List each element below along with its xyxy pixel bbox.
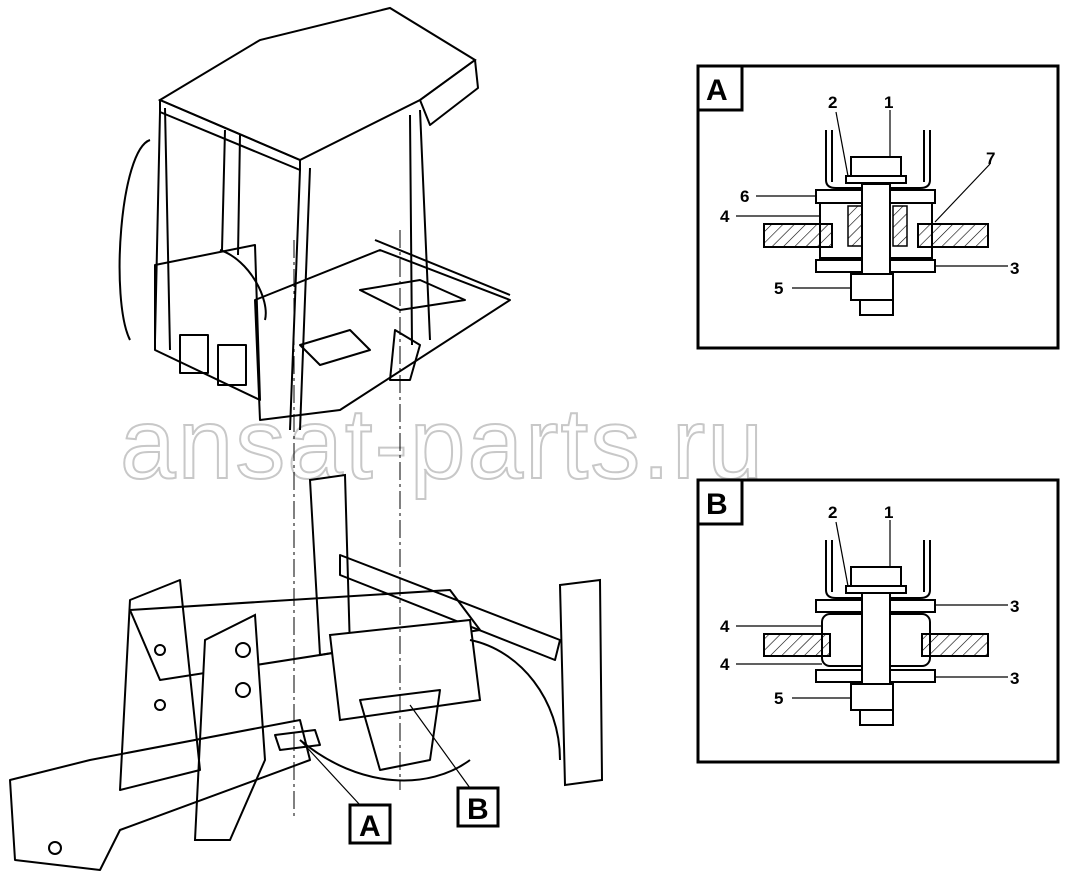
callout-a[interactable]: A: [348, 803, 392, 845]
label-3-top: 3: [1010, 597, 1019, 616]
detail-a-panel: A 1 2 3 4 5 6 7: [696, 64, 1060, 350]
frame-illustration: [9, 473, 604, 871]
callout-b[interactable]: B: [456, 786, 500, 828]
label-7: 7: [986, 149, 995, 168]
label-3-bottom: 3: [1010, 669, 1019, 688]
label-2: 2: [828, 93, 837, 112]
label-4-bottom: 4: [720, 655, 730, 674]
label-5: 5: [774, 279, 783, 298]
label-1: 1: [884, 503, 893, 522]
watermark: ansat-parts.ru: [120, 388, 765, 500]
label-3: 3: [1010, 259, 1019, 278]
callout-b-label: B: [467, 793, 489, 826]
label-4-top: 4: [720, 617, 730, 636]
detail-b-panel: B 1 2 3 4 4 3 5: [696, 478, 1060, 764]
label-5: 5: [774, 689, 783, 708]
detail-a-tag: A: [706, 74, 728, 107]
label-6: 6: [740, 187, 749, 206]
cab-illustration: [118, 6, 511, 431]
label-1: 1: [884, 93, 893, 112]
callout-a-label: A: [359, 810, 381, 843]
label-2: 2: [828, 503, 837, 522]
label-4: 4: [720, 207, 730, 226]
detail-b-tag: B: [706, 488, 728, 521]
alignment-lines: [293, 230, 401, 820]
